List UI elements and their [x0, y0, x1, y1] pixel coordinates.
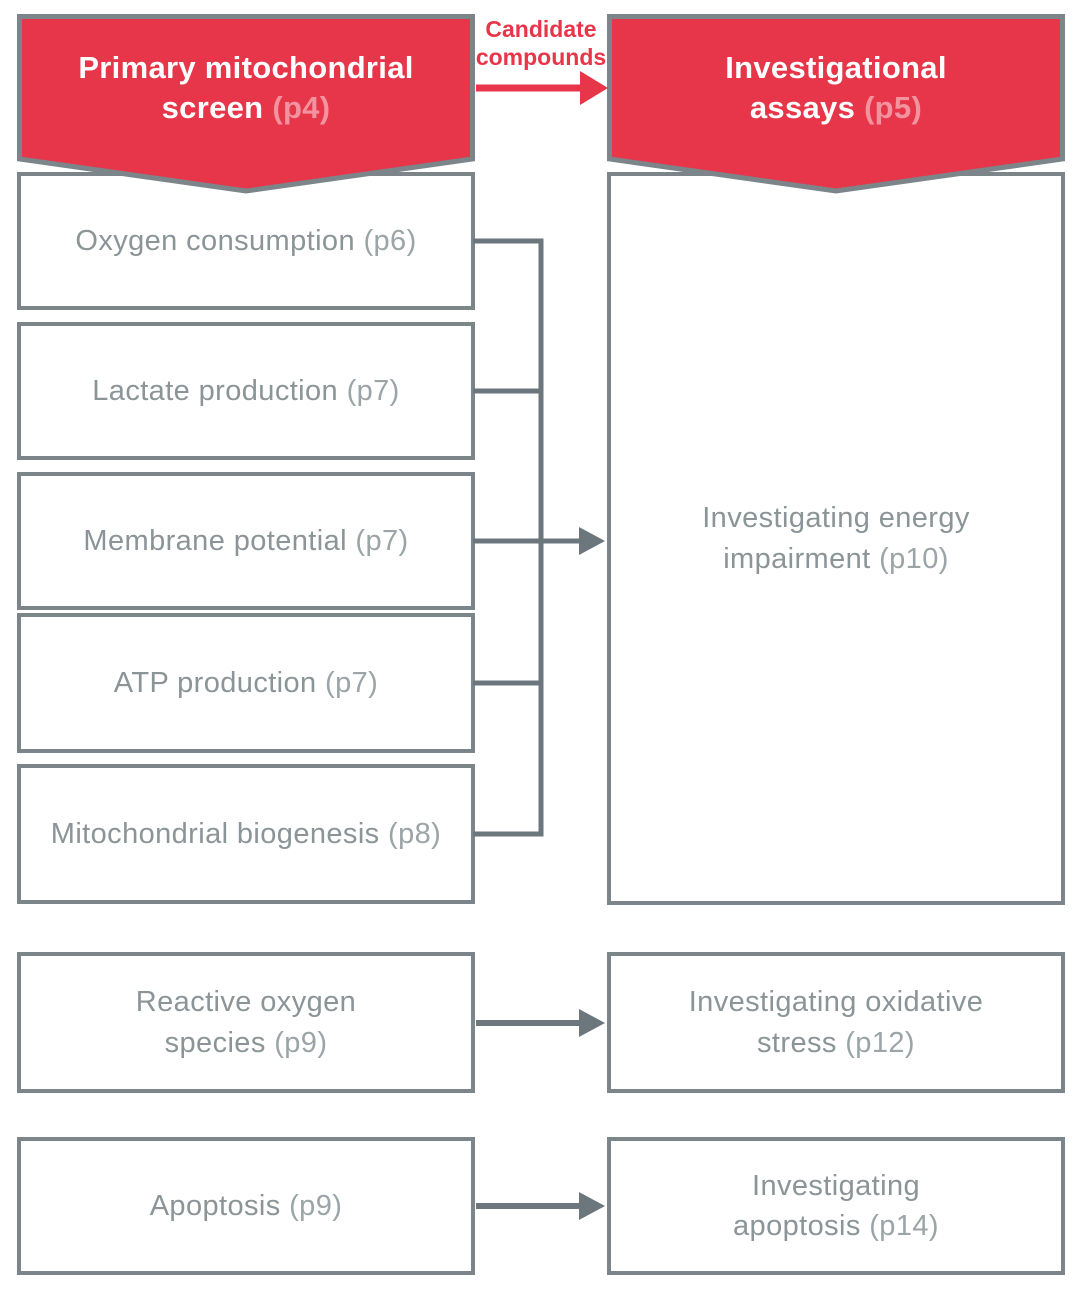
apoptosis-arrowhead-icon [579, 1192, 605, 1220]
box-label: ATP production [113, 666, 317, 699]
candidate-compounds-arrowhead-icon [580, 71, 608, 105]
assay-box-apoptosis: Investigating apoptosis (p14) [607, 1137, 1065, 1275]
header-title: Investigational assays [725, 49, 947, 125]
page-ref: (p9) [274, 1026, 328, 1059]
header-primary-mitochondrial-screen: Primary mitochondrial screen (p4) [17, 14, 475, 198]
page-ref: (p9) [289, 1189, 343, 1222]
box-label: Mitochondrial biogenesis [50, 817, 380, 850]
box-label: Oxygen consumption [75, 224, 355, 257]
page-ref: (p14) [869, 1210, 939, 1242]
assay-box-energy-impairment: Investigating energy impairment (p10) [607, 172, 1065, 905]
box-label: Investigating oxidative stress [688, 986, 984, 1059]
box-label: Membrane potential [83, 524, 347, 557]
ribbon-shape [607, 14, 1065, 194]
page-ref: (p7) [325, 666, 379, 699]
screen-box-membrane-potential: Membrane potential (p7) [17, 472, 475, 610]
header-title: Primary mitochondrial screen [78, 49, 414, 125]
box-label: Lactate production [92, 374, 339, 407]
header-page-ref: (p4) [272, 90, 331, 125]
box-label: Investigating apoptosis [733, 1169, 921, 1242]
page-ref: (p6) [363, 224, 417, 257]
screen-box-lactate-production: Lactate production (p7) [17, 322, 475, 460]
page-ref: (p7) [355, 524, 409, 557]
page-ref: (p8) [388, 817, 442, 850]
energy-arrowhead-icon [579, 527, 605, 555]
screen-box-oxygen-consumption: Oxygen consumption (p6) [17, 172, 475, 310]
box-label: Reactive oxygen species [135, 986, 357, 1059]
box-label: Apoptosis [149, 1189, 281, 1222]
screen-bus-lines [473, 238, 581, 837]
page-ref: (p7) [346, 374, 400, 407]
screen-box-reactive-oxygen-species: Reactive oxygen species (p9) [17, 952, 475, 1093]
ribbon-shape [17, 14, 475, 194]
assay-box-oxidative-stress: Investigating oxidative stress (p12) [607, 952, 1065, 1093]
page-ref: (p12) [845, 1026, 915, 1059]
candidate-compounds-label: Candidate compounds [475, 16, 607, 70]
screen-box-mitochondrial-biogenesis: Mitochondrial biogenesis (p8) [17, 764, 475, 904]
header-page-ref: (p5) [864, 90, 923, 125]
header-investigational-assays: Investigational assays (p5) [607, 14, 1065, 198]
oxidative-stress-arrowhead-icon [579, 1009, 605, 1037]
screen-box-atp-production: ATP production (p7) [17, 613, 475, 753]
box-label: Investigating energy impairment [702, 502, 970, 575]
screen-box-apoptosis: Apoptosis (p9) [17, 1137, 475, 1275]
page-ref: (p10) [879, 542, 949, 575]
